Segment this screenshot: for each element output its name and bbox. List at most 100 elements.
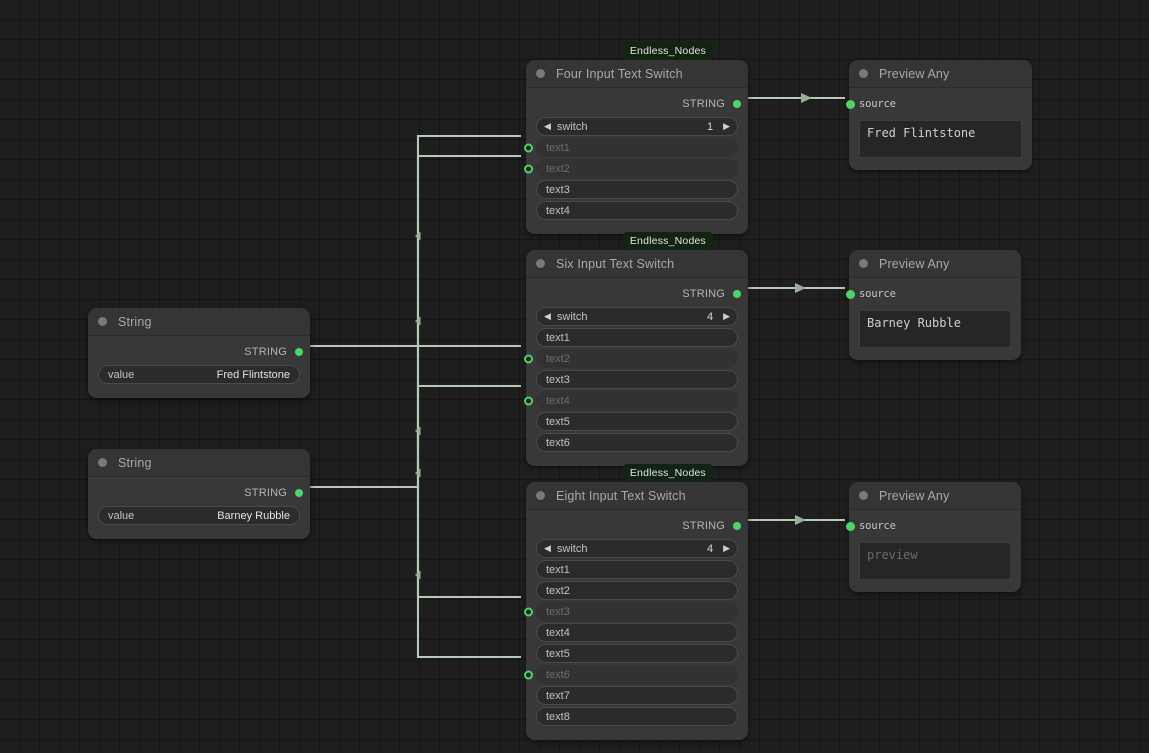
widget-text1[interactable]: text1 — [536, 328, 738, 347]
widget-text3[interactable]: text3 — [536, 180, 738, 199]
widget-text2[interactable]: text2 — [536, 581, 738, 600]
widget-label: text2 — [546, 584, 570, 597]
widget-label: switch — [556, 310, 588, 323]
node-preview-any-2[interactable]: Preview Any source Barney Rubble — [846, 250, 1021, 360]
widget-label: text6 — [546, 436, 570, 449]
input-slot-source-dot[interactable] — [846, 521, 855, 531]
chevron-right-icon[interactable]: ▶ — [723, 543, 730, 553]
output-slot-dot[interactable] — [295, 348, 303, 356]
widget-label: text8 — [546, 710, 570, 723]
widget-value: 1 — [706, 120, 714, 133]
node-header[interactable]: Preview Any — [849, 482, 1021, 510]
widget-text1[interactable]: text1 — [524, 138, 738, 157]
node-title: Preview Any — [879, 488, 950, 503]
node-header[interactable]: Preview Any — [849, 250, 1021, 278]
node-preview-any-1[interactable]: Preview Any source Fred Flintstone — [846, 60, 1032, 170]
widget-text3[interactable]: text3 — [524, 602, 738, 621]
output-slot-dot[interactable] — [733, 290, 741, 298]
input-slot-text1[interactable] — [524, 143, 533, 152]
chevron-right-icon[interactable]: ▶ — [723, 121, 730, 131]
node-four-input-text-switch[interactable]: Endless_Nodes Four Input Text Switch STR… — [524, 42, 748, 234]
widget-label: text5 — [546, 647, 570, 660]
output-type-label: STRING — [244, 346, 287, 358]
node-collapse-icon[interactable] — [536, 259, 545, 268]
node-collapse-icon[interactable] — [859, 491, 868, 500]
node-title: String — [118, 455, 152, 470]
input-slot-text4[interactable] — [524, 396, 533, 405]
widget-text1[interactable]: text1 — [536, 560, 738, 579]
widget-text3[interactable]: text3 — [536, 370, 738, 389]
input-slot-source-dot[interactable] — [846, 289, 855, 299]
node-collapse-icon[interactable] — [859, 259, 868, 268]
node-header[interactable]: Four Input Text Switch — [526, 60, 748, 88]
preview-text: preview — [859, 542, 1011, 580]
input-slot-text2[interactable] — [524, 164, 533, 173]
widget-label: text7 — [546, 689, 570, 702]
widget-value[interactable]: value Barney Rubble — [98, 506, 300, 525]
node-header[interactable]: Eight Input Text Switch — [526, 482, 748, 510]
node-string-fred[interactable]: String STRING value Fred Flintstone — [88, 308, 310, 398]
node-body: STRING ◀ switch 1 ▶ text1 text2 text3 — [524, 88, 748, 234]
chevron-left-icon[interactable]: ◀ — [544, 311, 551, 321]
node-string-barney[interactable]: String STRING value Barney Rubble — [88, 449, 310, 539]
output-slot-row[interactable]: STRING — [536, 516, 741, 536]
widget-value[interactable]: value Fred Flintstone — [98, 365, 300, 384]
output-slot-row[interactable]: STRING — [536, 94, 741, 114]
input-slot-source-row[interactable]: source — [846, 285, 1011, 303]
widget-text4[interactable]: text4 — [524, 391, 738, 410]
widget-text6[interactable]: text6 — [536, 433, 738, 452]
chevron-left-icon[interactable]: ◀ — [544, 543, 551, 553]
node-header[interactable]: Six Input Text Switch — [526, 250, 748, 278]
widget-switch[interactable]: ◀ switch 4 ▶ — [536, 539, 738, 558]
output-slot-dot[interactable] — [295, 489, 303, 497]
widget-label: value — [108, 368, 135, 381]
widget-label: text1 — [546, 331, 570, 344]
input-slot-source-row[interactable]: source — [846, 95, 1022, 113]
node-collapse-icon[interactable] — [859, 69, 868, 78]
node-collapse-icon[interactable] — [536, 69, 545, 78]
node-preview-any-3[interactable]: Preview Any source preview — [846, 482, 1021, 592]
input-slot-label: source — [859, 288, 896, 300]
widget-text7[interactable]: text7 — [536, 686, 738, 705]
node-header[interactable]: String — [88, 308, 310, 336]
widget-switch[interactable]: ◀ switch 1 ▶ — [536, 117, 738, 136]
input-slot-text3[interactable] — [524, 607, 533, 616]
output-slot-row[interactable]: STRING — [98, 342, 303, 362]
widget-label: value — [108, 509, 135, 522]
node-body: STRING ◀ switch 4 ▶ text1 text2 text3 te… — [524, 510, 748, 740]
widget-label: text3 — [546, 373, 570, 386]
preview-text: Barney Rubble — [859, 310, 1011, 348]
node-body: STRING value Barney Rubble — [88, 477, 310, 539]
node-six-input-text-switch[interactable]: Endless_Nodes Six Input Text Switch STRI… — [524, 232, 748, 466]
widget-switch[interactable]: ◀ switch 4 ▶ — [536, 307, 738, 326]
node-collapse-icon[interactable] — [98, 317, 107, 326]
output-slot-row[interactable]: STRING — [536, 284, 741, 304]
widget-label: text2 — [546, 162, 570, 175]
widget-text4[interactable]: text4 — [536, 623, 738, 642]
output-slot-dot[interactable] — [733, 522, 741, 530]
widget-text2[interactable]: text2 — [524, 349, 738, 368]
node-collapse-icon[interactable] — [98, 458, 107, 467]
node-header[interactable]: String — [88, 449, 310, 477]
widget-text6[interactable]: text6 — [524, 665, 738, 684]
input-slot-text2[interactable] — [524, 354, 533, 363]
widget-label: text4 — [546, 204, 570, 217]
widget-text2[interactable]: text2 — [524, 159, 738, 178]
input-slot-text6[interactable] — [524, 670, 533, 679]
node-eight-input-text-switch[interactable]: Endless_Nodes Eight Input Text Switch ST… — [524, 464, 748, 740]
node-collapse-icon[interactable] — [536, 491, 545, 500]
widget-label: text1 — [546, 563, 570, 576]
widget-text8[interactable]: text8 — [536, 707, 738, 726]
widget-label: text5 — [546, 415, 570, 428]
input-slot-source-dot[interactable] — [846, 99, 855, 109]
output-slot-row[interactable]: STRING — [98, 483, 303, 503]
widget-text5[interactable]: text5 — [536, 412, 738, 431]
output-slot-dot[interactable] — [733, 100, 741, 108]
widget-text5[interactable]: text5 — [536, 644, 738, 663]
widget-text4[interactable]: text4 — [536, 201, 738, 220]
chevron-left-icon[interactable]: ◀ — [544, 121, 551, 131]
chevron-right-icon[interactable]: ▶ — [723, 311, 730, 321]
input-slot-source-row[interactable]: source — [846, 517, 1011, 535]
node-header[interactable]: Preview Any — [849, 60, 1032, 88]
